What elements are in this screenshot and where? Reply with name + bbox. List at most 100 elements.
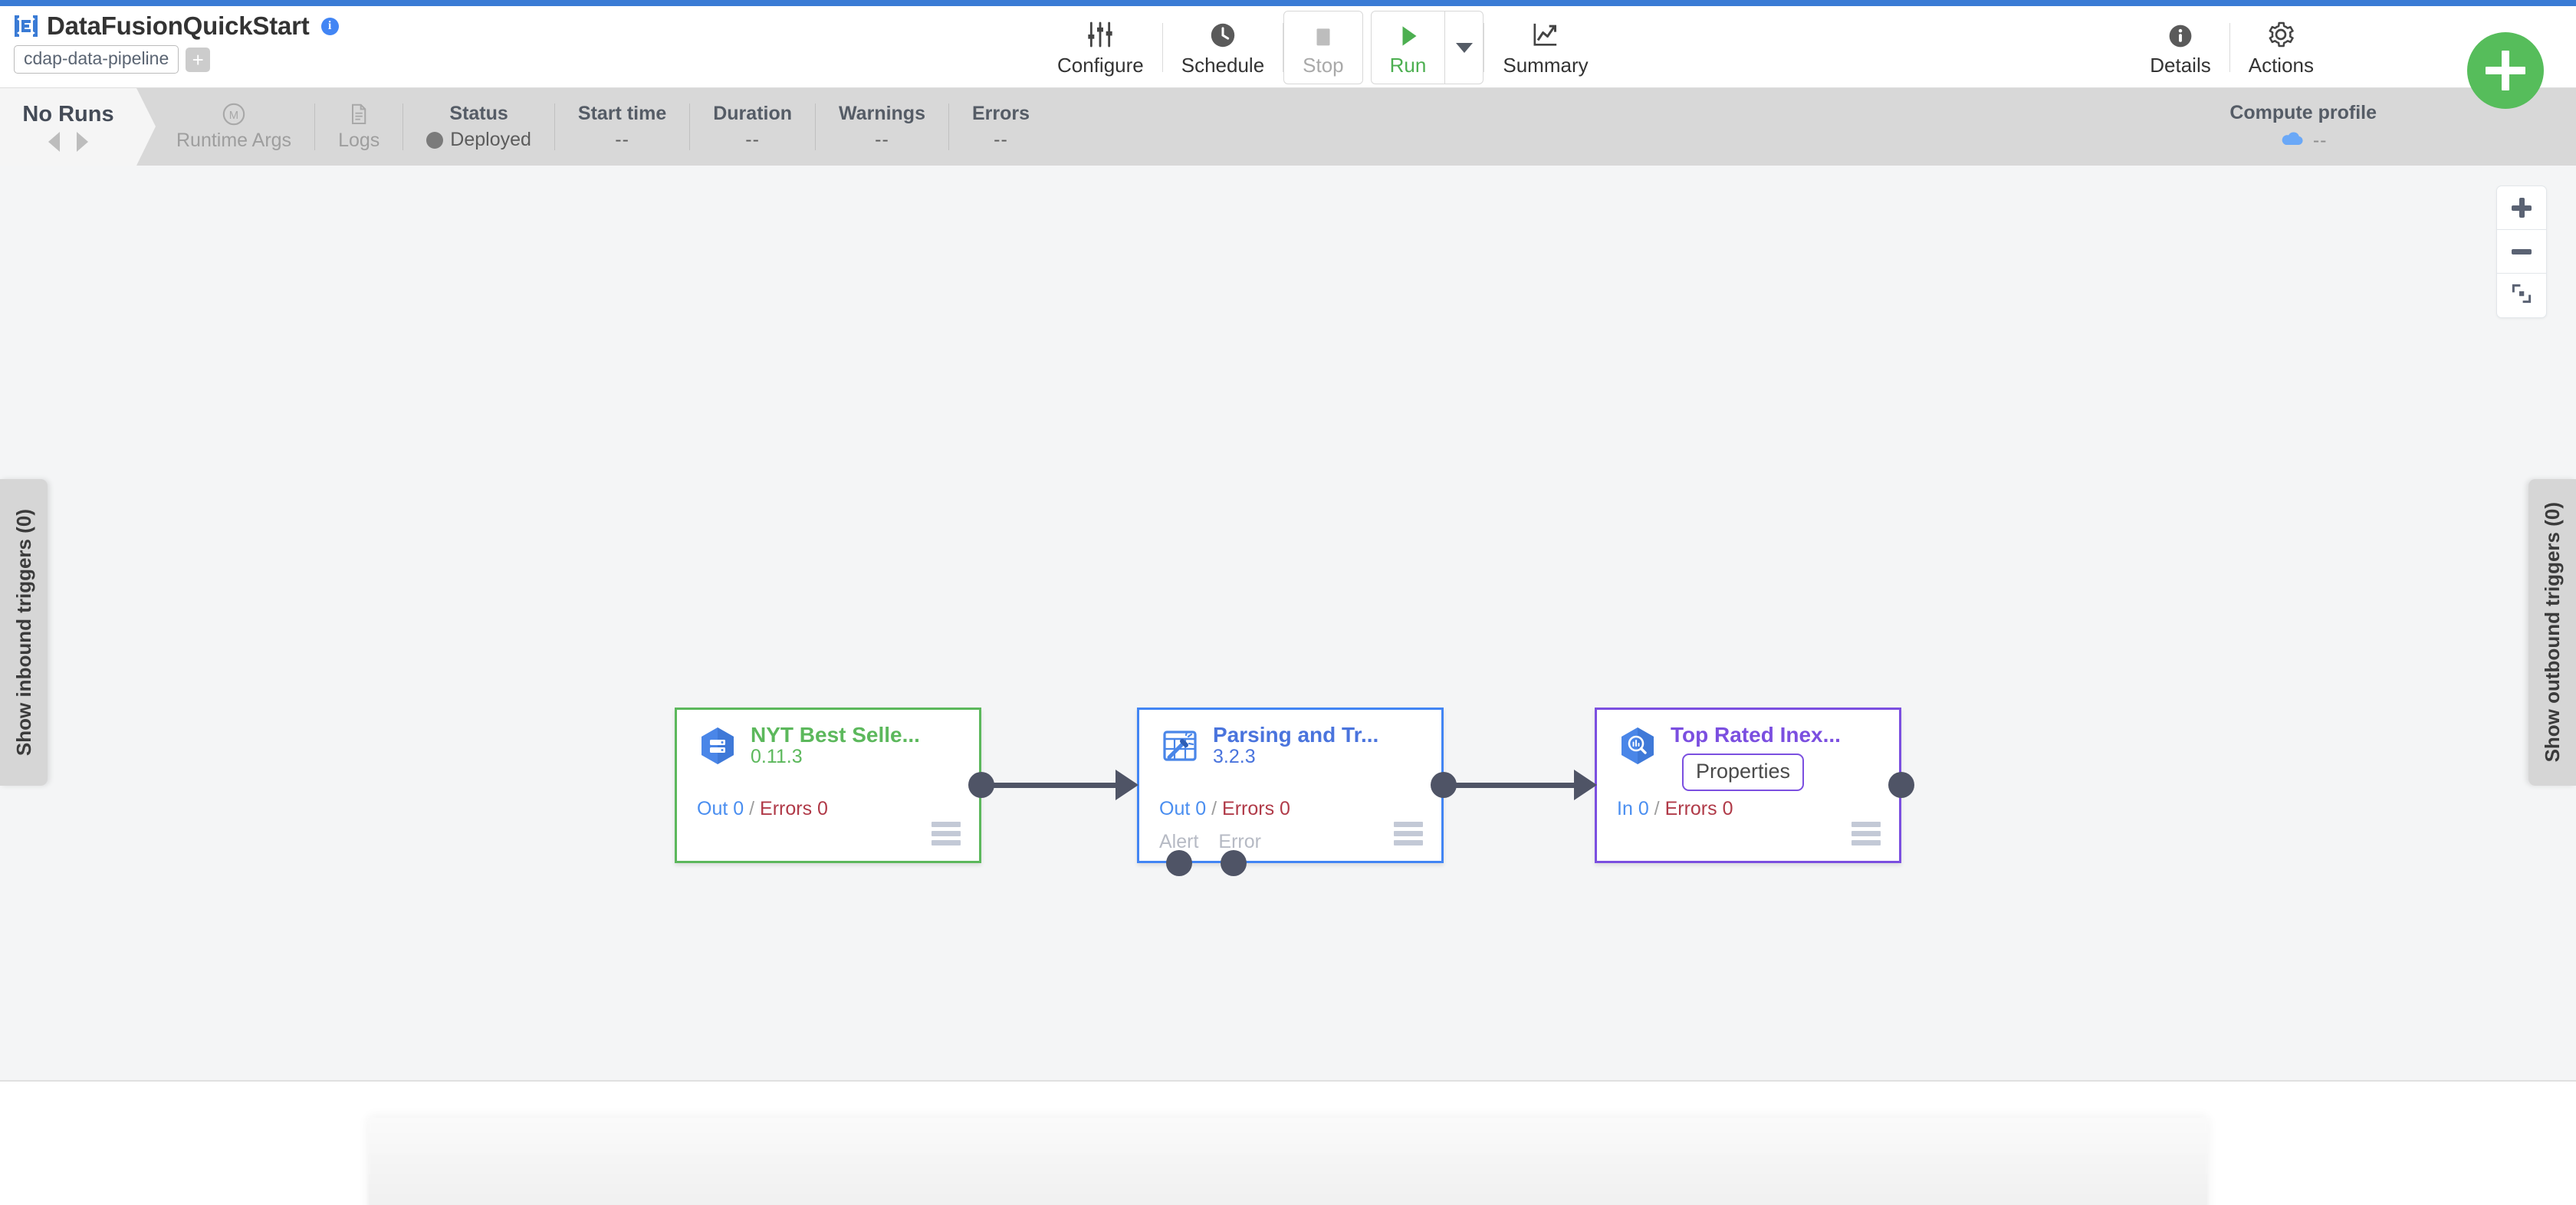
node-title-block: NYT Best Selle... 0.11.3 [751, 724, 920, 768]
node-metrics: Out 0 / Errors 0 [1159, 798, 1290, 820]
error-port-label[interactable]: Error [1218, 831, 1261, 852]
run-metrics-row: M Runtime Args [153, 88, 1053, 166]
node-version: 3.2.3 [1213, 746, 1256, 768]
node-header: Top Rated Inex... [1597, 710, 1899, 767]
runbar-divider-6 [948, 103, 949, 150]
details-button[interactable]: Details [2131, 9, 2229, 86]
fit-to-screen-button[interactable] [2497, 274, 2546, 317]
hamburger-line [932, 822, 961, 827]
schedule-button[interactable]: Schedule [1163, 9, 1283, 86]
page-title: DataFusionQuickStart [47, 11, 310, 40]
node-name: NYT Best Selle... [751, 723, 920, 747]
runs-pager [48, 132, 88, 152]
connector-source-to-transform[interactable] [989, 783, 1123, 788]
runbar-divider-3 [554, 103, 555, 150]
run-button[interactable]: Run [1372, 11, 1445, 84]
hamburger-line [1852, 831, 1881, 836]
node-version: 0.11.3 [751, 746, 803, 768]
warnings-cell: Warnings -- [816, 88, 948, 166]
show-outbound-triggers-tab[interactable]: Show outbound triggers (0) [2528, 479, 2576, 786]
stop-square-icon [1310, 18, 1336, 50]
logs-button[interactable]: Logs [315, 88, 402, 166]
title-block: DataFusionQuickStart i cdap-data-pipelin… [14, 11, 339, 74]
node-header: NYT Best Selle... 0.11.3 [677, 710, 979, 768]
stop-button-box[interactable]: Stop [1283, 11, 1363, 84]
hamburger-line [1394, 840, 1423, 845]
pipeline-type-badge[interactable]: cdap-data-pipeline [14, 45, 179, 74]
hamburger-menu-icon[interactable] [1852, 822, 1881, 845]
document-icon [347, 102, 371, 126]
node-alert-port-endpoint[interactable] [1166, 850, 1192, 876]
toolbar-divider-5 [2229, 23, 2230, 72]
show-inbound-triggers-tab[interactable]: Show inbound triggers (0) [0, 479, 48, 786]
runs-count-label: No Runs [22, 102, 114, 126]
hamburger-menu-icon[interactable] [932, 822, 961, 845]
add-tag-button[interactable]: + [186, 47, 211, 72]
node-output-endpoint-source[interactable] [968, 772, 994, 798]
info-icon[interactable]: i [320, 17, 339, 35]
connector-transform-to-sink[interactable] [1451, 783, 1582, 788]
actions-button[interactable]: Actions [2230, 9, 2332, 86]
node-error-port-endpoint[interactable] [1221, 850, 1247, 876]
properties-button[interactable]: Properties [1682, 754, 1805, 791]
zoom-out-icon [2512, 248, 2532, 254]
triangle-right-icon[interactable] [77, 132, 88, 152]
duration-cell: Duration -- [690, 88, 815, 166]
node-metrics: Out 0 / Errors 0 [697, 798, 828, 820]
hamburger-line [932, 831, 961, 836]
top-toolbar: DataFusionQuickStart i cdap-data-pipelin… [0, 6, 2576, 109]
hamburger-line [1394, 822, 1423, 827]
pipeline-node-source[interactable]: NYT Best Selle... 0.11.3 Out 0 / Errors … [675, 708, 981, 863]
alert-port-label[interactable]: Alert [1159, 831, 1199, 852]
runtime-args-button[interactable]: M Runtime Args [153, 88, 314, 166]
duration-value: -- [745, 129, 760, 150]
logs-label: Logs [338, 130, 380, 151]
run-label: Run [1389, 54, 1427, 77]
status-badge: Deployed [426, 129, 531, 151]
inbound-triggers-label: Show inbound triggers (0) [12, 508, 35, 757]
macro-circle-icon: M [221, 102, 247, 126]
run-button-box[interactable]: Run [1370, 11, 1484, 84]
runs-tab: No Runs [0, 88, 156, 166]
start-time-value: -- [615, 129, 629, 150]
node-output-endpoint-transform[interactable] [1431, 772, 1457, 798]
configure-button[interactable]: Configure [1039, 9, 1162, 86]
node-errors-label: Errors [1222, 798, 1275, 819]
node-output-endpoint-sink[interactable] [1888, 772, 1914, 798]
summary-button[interactable]: Summary [1484, 9, 1606, 86]
runbar-divider-4 [689, 103, 691, 150]
sliders-icon [1085, 18, 1116, 50]
node-errors-label: Errors [760, 798, 813, 819]
stop-button[interactable]: Stop [1284, 11, 1362, 84]
hamburger-menu-icon[interactable] [1394, 822, 1423, 845]
run-options-dropdown[interactable] [1444, 11, 1483, 84]
title-row: DataFusionQuickStart i [14, 11, 339, 41]
toolbar-center-actions: Configure Schedule Stop [1039, 9, 1607, 86]
node-out-label: Out [697, 798, 728, 819]
toolbar-right-actions: Details Actions [2131, 9, 2332, 86]
pipeline-node-sink[interactable]: Top Rated Inex... Properties In 0 / Erro… [1595, 708, 1901, 863]
outbound-triggers-label: Show outbound triggers (0) [2540, 502, 2564, 763]
pipeline-node-transform[interactable]: Parsing and Tr... 3.2.3 Out 0 / Errors 0… [1137, 708, 1444, 863]
node-name: Top Rated Inex... [1671, 723, 1841, 747]
status-title: Status [449, 103, 508, 124]
hamburger-line [932, 840, 961, 845]
bottom-collapsed-panel[interactable] [368, 1118, 2208, 1205]
node-title-block: Top Rated Inex... [1671, 724, 1841, 746]
start-time-cell: Start time -- [555, 88, 689, 166]
svg-text:M: M [229, 110, 238, 122]
zoom-in-icon [2512, 198, 2532, 218]
plus-icon [2486, 51, 2525, 90]
cloud-icon [2279, 130, 2305, 152]
zoom-out-button[interactable] [2497, 230, 2546, 274]
gear-icon [2266, 18, 2296, 50]
compute-profile-cell[interactable]: Compute profile -- [2229, 88, 2377, 166]
actions-label: Actions [2248, 54, 2314, 77]
node-errors-value: 0 [1280, 798, 1290, 819]
zoom-in-button[interactable] [2497, 186, 2546, 230]
triangle-left-icon[interactable] [48, 132, 60, 152]
runbar-divider-1 [314, 103, 316, 150]
node-name: Parsing and Tr... [1213, 723, 1379, 747]
add-plugin-fab-button[interactable] [2467, 32, 2544, 109]
pipeline-canvas[interactable]: Show inbound triggers (0) Show outbound … [0, 166, 2576, 1082]
